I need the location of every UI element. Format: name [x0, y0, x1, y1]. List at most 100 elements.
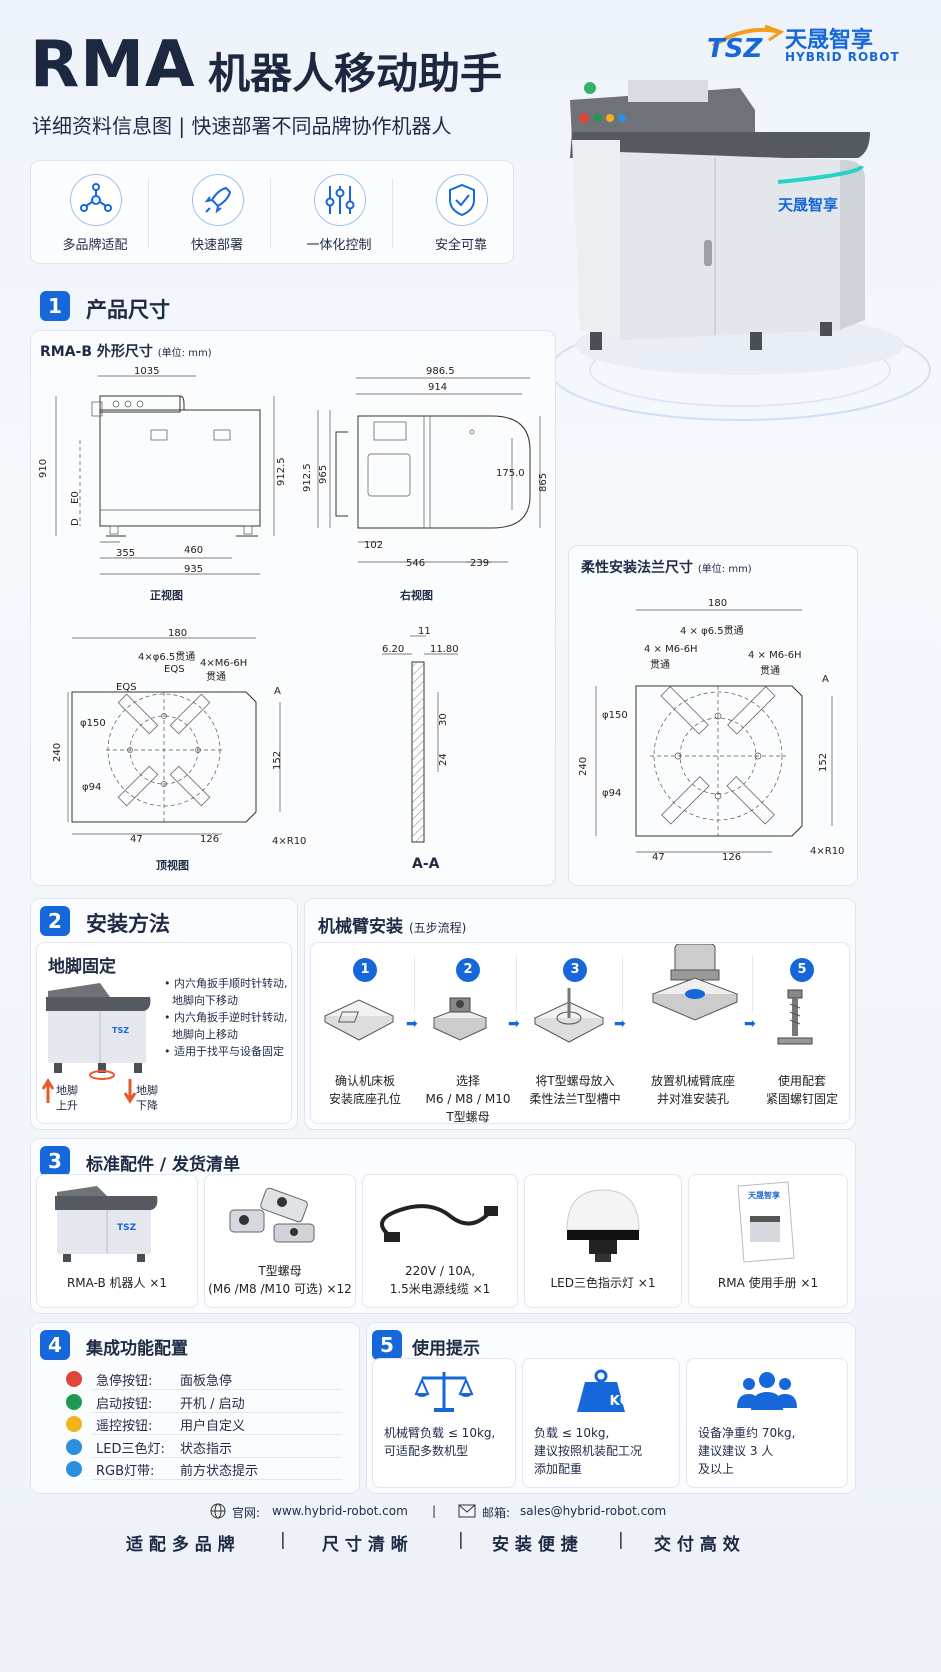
section-3-number: 3 — [40, 1146, 70, 1176]
dim-right-102: 102 — [364, 540, 383, 551]
dim-fl-a: A — [822, 674, 829, 685]
dim-front-height2: 912.5 — [276, 457, 287, 486]
arm-step-divider — [622, 956, 623, 1012]
footer-slogan: 交 付 高 效 — [654, 1535, 740, 1555]
dim-fl-152: 152 — [818, 753, 829, 772]
feature-divider — [148, 178, 149, 248]
arm-step-image — [432, 997, 488, 1041]
config-row: 急停按钮: 面板急停 — [62, 1368, 342, 1390]
dim-front-d: D — [70, 518, 81, 526]
accessory-caption: T型螺母(M6 /M8 /M10 可选) ×12 — [208, 1264, 352, 1296]
section-2-title: 安装方法 — [86, 912, 170, 936]
dim-top-holes: 4×φ6.5贯通 — [138, 651, 195, 663]
email-label: 邮箱: — [482, 1506, 511, 1520]
dim-top-m6: 4×M6-6H — [200, 658, 247, 669]
foot-robot-image: TSZ — [41, 983, 151, 1104]
accessory-image: TSZ — [55, 1186, 158, 1262]
dim-top-eqs: EQS — [164, 664, 185, 675]
section-4-number: 4 — [40, 1330, 70, 1360]
config-row: LED三色灯: 状态指示 — [62, 1436, 342, 1458]
accessory-caption: LED三色指示灯 ×1 — [550, 1276, 656, 1290]
arm-step-divider — [516, 956, 517, 1012]
feature-label: 一体化控制 — [306, 238, 372, 253]
accessory-caption: 220V / 10A,1.5米电源线缆 ×1 — [389, 1264, 491, 1296]
config-row-divider — [92, 1389, 342, 1390]
dimension-subtitle: RMA-B 外形尺寸 (单位: mm) — [40, 344, 212, 360]
dim-fl-47: 47 — [652, 852, 665, 863]
arm-step-image — [323, 999, 395, 1041]
section-5-title: 使用提示 — [412, 1339, 480, 1359]
page-subtitle: 详细资料信息图 | 快速部署不同品牌协作机器人 — [32, 114, 452, 138]
dim-front-460: 460 — [184, 545, 203, 556]
email-link[interactable]: sales@hybrid-robot.com — [520, 1504, 667, 1518]
arm-step-image — [651, 944, 739, 1021]
dim-top-eqs2: EQS — [116, 682, 137, 693]
accessory-caption: RMA-B 机器人 ×1 — [66, 1276, 168, 1290]
dim-fl-r10: 4×R10 — [810, 846, 844, 857]
dim-sec-30: 30 — [438, 713, 449, 726]
arm-step-caption: 放置机械臂底座并对准安装孔 — [650, 1074, 735, 1106]
arm-step-arrow-icon: ➡ — [508, 1016, 520, 1032]
footer-separator: | — [280, 1530, 286, 1550]
feature-label: 快速部署 — [190, 238, 243, 253]
dim-front-height: 910 — [38, 459, 49, 478]
top-view-caption: 顶视图 — [156, 859, 189, 872]
mail-icon — [458, 1504, 476, 1518]
brand-name-cn: 天晟智享 — [785, 28, 874, 53]
foot-up-label: 地脚上升 — [56, 1084, 78, 1112]
section-5-number: 5 — [372, 1330, 402, 1360]
feature-divider — [392, 178, 393, 248]
config-row-divider — [92, 1411, 342, 1413]
dim-front-355: 355 — [116, 548, 135, 559]
rocket-icon — [204, 186, 232, 214]
dim-sec-1180: 11.80 — [430, 644, 459, 655]
tip-text: 设备净重约 70kg,建议建议 3 人及以上 — [698, 1426, 796, 1476]
feature-icon-circle — [192, 174, 244, 226]
accessory-image — [229, 1187, 315, 1243]
section-view-caption: A-A — [412, 856, 440, 872]
dim-front-e0: E0 — [70, 491, 81, 504]
dim-fl-thr: 贯通 — [760, 665, 780, 677]
dim-fl-m6r: 4 × M6-6H — [748, 650, 802, 661]
feature-icon-circle — [70, 174, 122, 226]
foot-down-label: 地脚下降 — [136, 1084, 158, 1112]
page-title-en: RMA — [30, 28, 196, 102]
dim-right-986: 986.5 — [426, 366, 455, 377]
globe-icon — [210, 1503, 226, 1519]
dim-top-150: φ150 — [80, 718, 106, 729]
dim-right-239: 239 — [470, 558, 489, 569]
arm-step-image — [777, 989, 813, 1045]
foot-fix-title: 地脚固定 — [48, 957, 116, 977]
dim-fl-240: 240 — [578, 757, 589, 776]
config-row: RGB灯带: 前方状态提示 — [62, 1458, 342, 1480]
footer-slogan: 安 装 便 捷 — [492, 1535, 578, 1555]
section-1-title: 产品尺寸 — [86, 298, 170, 322]
robot-brand-label: 天晟智享 — [778, 196, 838, 214]
right-view-drawing: 986.5 914 912.5 965 175.0 865 102 546 23… — [302, 366, 549, 569]
dim-right-912: 912.5 — [302, 463, 313, 492]
start-button-icon — [66, 1393, 82, 1410]
robot-hero-image: 天晟智享 — [549, 80, 931, 421]
brand-logo: TSZ 天晟智享 HYBRID ROBOT — [705, 20, 915, 70]
right-view-caption: 右视图 — [400, 589, 433, 602]
dim-top-r10: 4×R10 — [272, 836, 306, 847]
arm-step-divider — [414, 956, 415, 1012]
feature-item: 一体化控制 — [284, 168, 394, 258]
arm-step-image — [533, 988, 605, 1043]
dim-fl-126: 126 — [722, 852, 741, 863]
front-view-drawing: 1035 910 912.5 E0 D 355 460 935 — [38, 366, 287, 575]
feature-item: 多品牌适配 — [40, 168, 150, 258]
sliders-icon — [325, 186, 355, 214]
website-link[interactable]: www.hybrid-robot.com — [272, 1504, 408, 1518]
front-view-caption: 正视图 — [150, 589, 183, 602]
rgb-strip-icon — [66, 1461, 82, 1477]
config-row: 遥控按钮: 用户自定义 — [62, 1413, 342, 1435]
arm-step-arrow-icon: ➡ — [744, 1016, 756, 1032]
feature-label: 多品牌适配 — [62, 238, 128, 253]
dim-sec-620: 6.20 — [382, 644, 404, 655]
top-view-drawing: 180 4×φ6.5贯通 EQS 4×M6-6H 贯通 EQS φ150 240… — [52, 628, 306, 847]
contact-separator: | — [432, 1504, 437, 1518]
config-row-divider — [92, 1434, 342, 1435]
arm-step-number: 5 — [790, 958, 814, 982]
